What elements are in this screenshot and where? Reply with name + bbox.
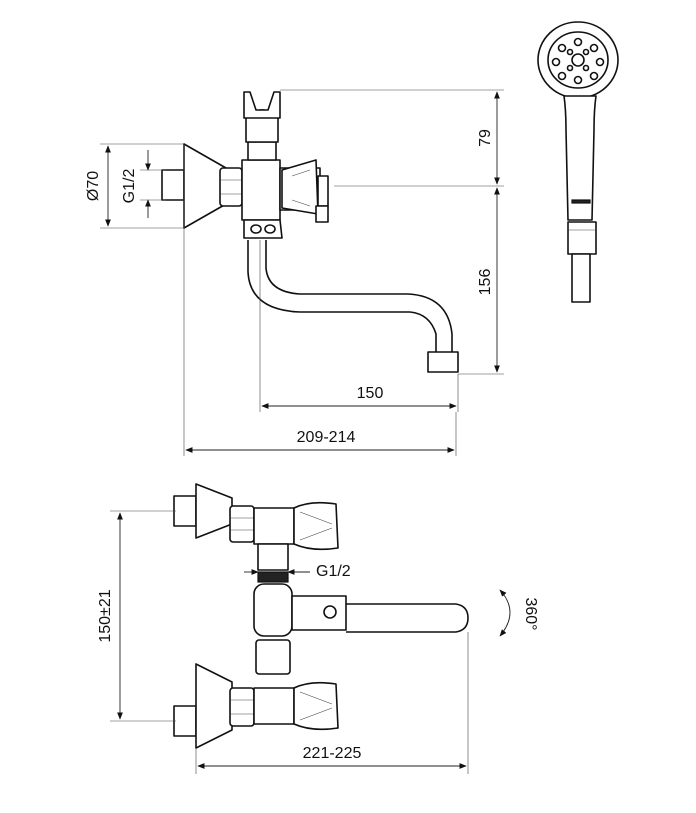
dim-thread-group: G1/2 (121, 150, 166, 218)
shower-outlet (243, 91, 281, 161)
dim-total-depth-group: 209-214 (183, 228, 457, 456)
valve-body (241, 159, 281, 221)
handle (279, 159, 329, 223)
spout-coupling (243, 219, 283, 239)
hex-nut (219, 167, 243, 207)
dim-height-group: 79 156 (280, 89, 504, 375)
lower-inlet (173, 663, 339, 749)
dim-total-depth-label: 209-214 (297, 429, 356, 446)
front-dim-total-width-label: 221-225 (303, 745, 362, 762)
spout-aerator (427, 351, 459, 373)
side-view: Ø70 G1/2 79 156 150 209-2 (85, 89, 504, 456)
front-dim-rotation-group: 360° (499, 589, 539, 637)
front-dim-thread-group: G1/2 (244, 563, 351, 580)
dim-thread-label: G1/2 (121, 169, 138, 204)
front-dim-center-distance-group: 150±21 (97, 510, 176, 722)
dim-spout-reach-label: 150 (357, 385, 384, 402)
dim-height-top-label: 79 (477, 129, 494, 147)
dim-height-bottom-label: 156 (477, 269, 494, 296)
wall-rosette (161, 143, 227, 229)
front-dim-thread-label: G1/2 (316, 563, 351, 580)
front-dim-center-distance-label: 150±21 (97, 589, 114, 642)
spout (247, 240, 437, 354)
front-view: G1/2 150±21 360° 221-225 (97, 483, 539, 774)
lower-handle (293, 681, 339, 731)
center-body (253, 543, 469, 675)
dim-diameter-label: Ø70 (85, 171, 102, 201)
front-dim-rotation-label: 360° (522, 597, 539, 630)
hand-shower (537, 21, 619, 303)
front-spout (346, 603, 469, 633)
front-dim-total-width-group: 221-225 (195, 632, 469, 774)
dim-diameter-group: Ø70 (85, 143, 184, 229)
upper-inlet (173, 483, 339, 551)
upper-handle (293, 501, 339, 551)
dim-spout-reach-group: 150 (259, 240, 459, 412)
